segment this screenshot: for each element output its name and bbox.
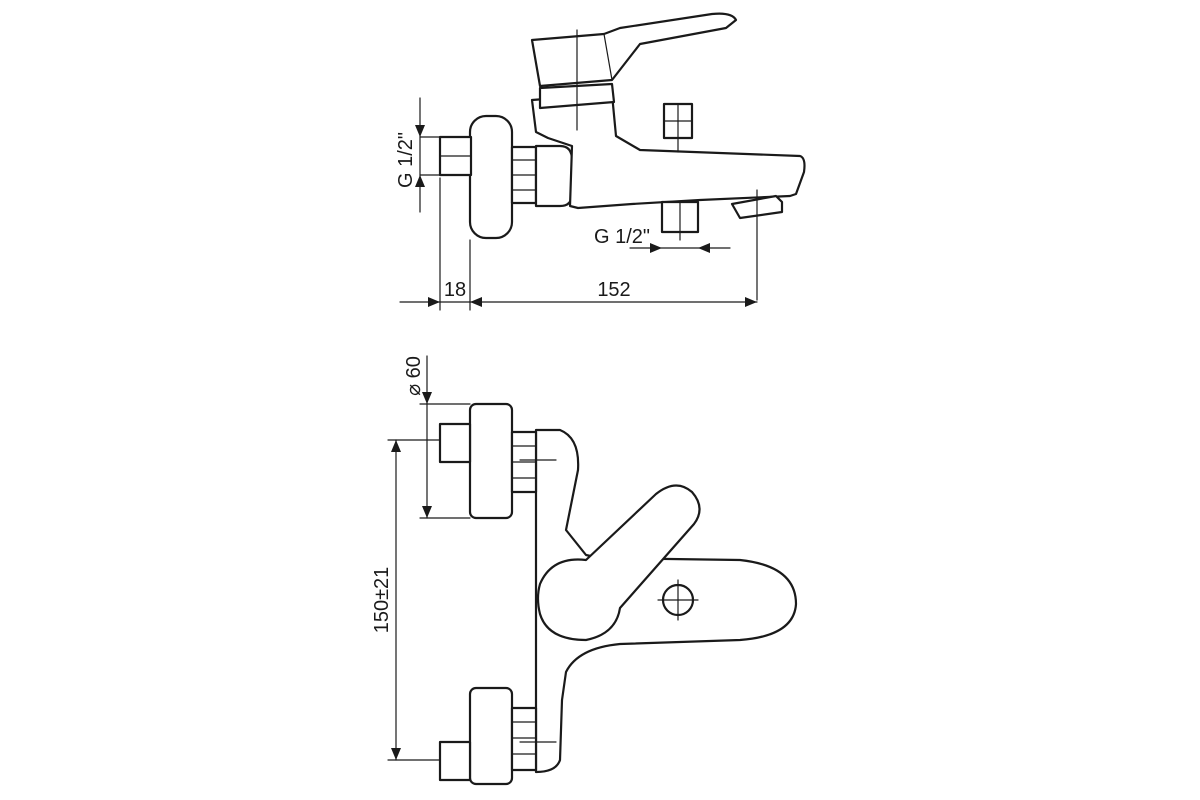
- front-lever-handle: [536, 484, 701, 642]
- outlet-thread-label: G 1/2": [594, 226, 650, 248]
- front-lower-rosette: [468, 686, 514, 786]
- dim-inlet-thread: G 1/2": [395, 97, 441, 213]
- front-lower-connector: [438, 740, 472, 782]
- front-lower-hex-nut: [510, 706, 538, 772]
- front-upper-connector: [438, 422, 472, 464]
- dim-rosette-diameter: ⌀ 60: [403, 355, 471, 519]
- dim-inlet-spacing: 150±21: [371, 439, 441, 761]
- side-wall-rosette: [468, 114, 514, 240]
- inlet-spacing-label: 150±21: [371, 567, 393, 634]
- rosette-diameter-label: ⌀ 60: [403, 356, 425, 396]
- inlet-thread-label: G 1/2": [395, 132, 417, 188]
- front-view: ⌀ 60 150±21: [371, 355, 798, 786]
- side-view: G 1/2" G 1/2" 18 152: [395, 12, 806, 311]
- side-coupling: [534, 144, 574, 208]
- side-mixer-body: [530, 92, 806, 210]
- dim-projection: 18 152: [399, 177, 758, 311]
- side-lever-handle: [530, 12, 738, 88]
- wall-offset-label: 18: [444, 279, 466, 301]
- projection-label: 152: [597, 279, 630, 301]
- dim-outlet-thread: G 1/2": [594, 226, 731, 253]
- front-upper-rosette: [468, 402, 514, 520]
